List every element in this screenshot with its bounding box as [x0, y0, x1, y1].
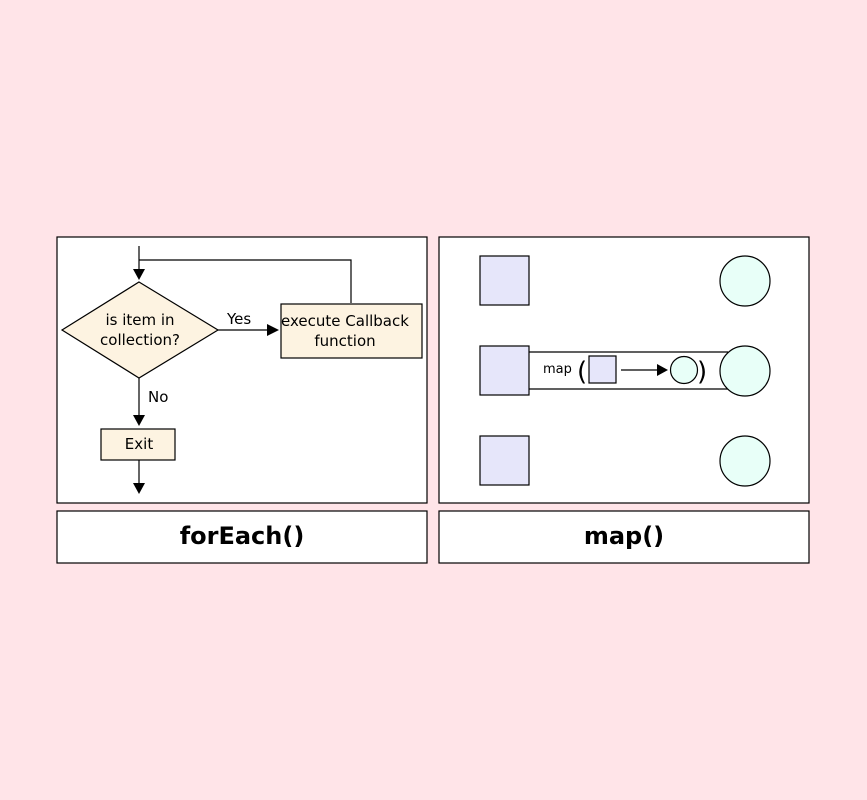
callback-circle: [669, 355, 699, 385]
map-caption-box: [438, 510, 810, 564]
output-circle-1: [719, 255, 771, 307]
input-square-3: [479, 435, 530, 486]
map-label: map: [543, 362, 572, 377]
foreach-diagram-box: [56, 236, 428, 504]
map-panel: map ( ) map(): [438, 236, 810, 564]
transform-arrowhead: [657, 364, 668, 376]
exit-arrowhead: [133, 483, 145, 494]
input-square-1: [479, 255, 530, 306]
close-paren: ): [697, 357, 707, 387]
yes-label: Yes: [226, 310, 251, 328]
callback-box: [280, 303, 423, 359]
entry-arrowhead: [133, 269, 145, 280]
open-paren: (: [577, 357, 587, 387]
foreach-caption-box: [56, 510, 428, 564]
foreach-panel: is item in collection? Yes execute Callb…: [56, 236, 428, 564]
input-square-2: [479, 345, 530, 396]
output-circle-3: [719, 435, 771, 487]
no-arrowhead: [133, 415, 145, 426]
loop-back-line: [139, 259, 352, 303]
decision-text-line1: is item in: [105, 311, 174, 329]
no-label: No: [148, 388, 168, 406]
callback-square: [588, 355, 617, 384]
exit-label: Exit: [125, 435, 154, 453]
callback-text-line1: execute Callback: [281, 312, 409, 330]
decision-text-line2: collection?: [100, 331, 180, 349]
output-circle-2: [719, 345, 771, 397]
callback-text-line2: function: [314, 332, 375, 350]
foreach-caption: forEach(): [180, 522, 305, 550]
yes-arrowhead: [267, 324, 279, 336]
map-caption: map(): [584, 522, 664, 550]
exit-box: [100, 428, 176, 461]
